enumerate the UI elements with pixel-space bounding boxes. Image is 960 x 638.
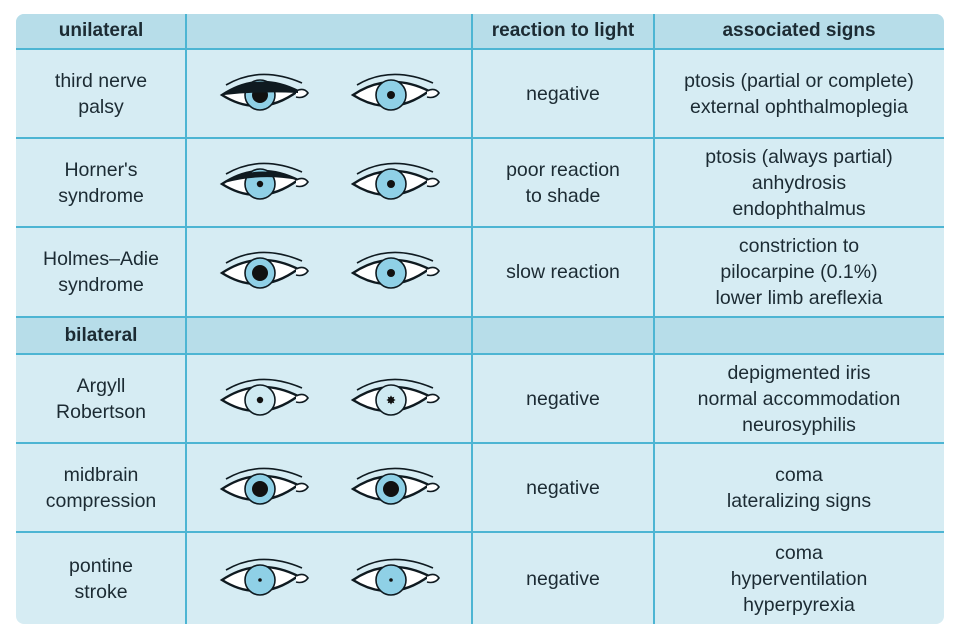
condition-line: syndrome [58, 274, 144, 296]
grid-line [16, 353, 944, 355]
left-eye-icon [219, 378, 309, 416]
reaction-cell: negative [472, 444, 654, 531]
sign-line: constriction to [738, 235, 860, 257]
grid-line [185, 14, 187, 624]
sign-line: normal accommodation [697, 387, 901, 410]
sign-line: endophthalmus [732, 197, 866, 220]
eye-pair [186, 50, 472, 137]
sign-line: coma [775, 541, 823, 564]
right-eye-icon [350, 378, 440, 416]
table-row: pontine stroke negative coma hyperventil… [16, 533, 944, 624]
eye-pair [186, 444, 472, 531]
reaction-cell: poor reaction to shade [472, 139, 654, 226]
table-row: Horner's syndrome poor reaction to shade… [16, 139, 944, 226]
grid-line [471, 14, 473, 624]
sign-line: ptosis (always partial) [705, 145, 893, 168]
signs-cell: ptosis (partial or complete) external op… [654, 50, 944, 137]
reaction-line: negative [526, 82, 600, 105]
pupil-table: unilateral reaction to light associated … [16, 14, 944, 624]
signs-cell: coma lateralizing signs [654, 444, 944, 531]
condition-line: third nerve [54, 69, 148, 92]
signs-cell: constriction to pilocarpine (0.1%) lower… [654, 228, 944, 316]
left-eye-icon [219, 251, 309, 289]
reaction-line: to shade [525, 184, 601, 207]
reaction-line: negative [526, 476, 600, 499]
header-eyes [186, 14, 472, 48]
condition-cell: Horner's syndrome [16, 139, 186, 226]
right-eye-icon [350, 467, 440, 505]
condition-line: compression [45, 489, 157, 512]
condition-line: Holmes–Adie [43, 248, 159, 270]
reaction-line: negative [526, 387, 600, 410]
sign-line: pilocarpine (0.1%) [720, 261, 878, 283]
section-empty-cell [186, 318, 472, 353]
left-eye-icon [219, 467, 309, 505]
sign-line: hyperventilation [730, 567, 868, 590]
eye-pair [186, 533, 472, 624]
section-label-bilateral: bilateral [64, 324, 138, 346]
sign-line: lateralizing signs [726, 489, 872, 512]
sign-line: anhydrosis [751, 171, 847, 194]
grid-line [16, 48, 944, 50]
right-eye-icon [350, 558, 440, 596]
sign-line: lower limb areflexia [715, 287, 883, 309]
condition-cell: Holmes–Adie syndrome [16, 228, 186, 316]
table-row: Argyll Robertson negative depigmented ir… [16, 355, 944, 442]
sign-line: external ophthalmoplegia [690, 95, 908, 118]
reaction-cell: slow reaction [472, 228, 654, 316]
condition-line: midbrain [63, 463, 139, 486]
reaction-cell: negative [472, 355, 654, 442]
table-row: third nerve palsy negative ptosis (parti… [16, 50, 944, 137]
condition-line: stroke [74, 580, 128, 603]
right-eye-icon [350, 162, 440, 200]
right-eye-icon [350, 73, 440, 111]
signs-cell: depigmented iris normal accommodation ne… [654, 355, 944, 442]
grid-line [16, 442, 944, 444]
sign-line: depigmented iris [727, 361, 871, 384]
reaction-line: poor reaction [506, 158, 620, 181]
left-eye-icon [219, 558, 309, 596]
eye-pair [186, 139, 472, 226]
grid-line [653, 14, 655, 624]
condition-line: palsy [78, 95, 124, 118]
table-row: Holmes–Adie syndrome slow reaction const… [16, 228, 944, 316]
signs-cell: coma hyperventilation hyperpyrexia [654, 533, 944, 624]
reaction-cell: negative [472, 50, 654, 137]
reaction-line: slow reaction [506, 261, 620, 283]
condition-cell: third nerve palsy [16, 50, 186, 137]
condition-cell: midbrain compression [16, 444, 186, 531]
table-row: midbrain compression negative coma later… [16, 444, 944, 531]
condition-line: syndrome [58, 184, 144, 207]
grid-line [16, 316, 944, 318]
reaction-line: negative [526, 567, 600, 590]
condition-cell: Argyll Robertson [16, 355, 186, 442]
section-empty-cell [472, 318, 654, 353]
header-signs: associated signs [722, 20, 876, 41]
header-reaction: reaction to light [491, 20, 635, 41]
sign-line: ptosis (partial or complete) [684, 69, 914, 92]
sign-line: coma [775, 463, 823, 486]
right-eye-icon [350, 251, 440, 289]
left-eye-icon [219, 73, 309, 111]
sign-line: hyperpyrexia [743, 593, 855, 616]
condition-line: Argyll [76, 374, 126, 397]
condition-line: pontine [69, 554, 133, 577]
left-eye-icon [219, 162, 309, 200]
section-row-bilateral: bilateral [16, 318, 944, 353]
header-unilateral: unilateral [58, 20, 144, 41]
condition-cell: pontine stroke [16, 533, 186, 624]
eye-pair [186, 355, 472, 442]
eye-pair [186, 228, 472, 316]
grid-line [16, 226, 944, 228]
section-empty-cell [654, 318, 944, 353]
sign-line: neurosyphilis [742, 413, 856, 436]
condition-line: Horner's [64, 158, 138, 181]
grid-line [16, 531, 944, 533]
grid-line [16, 137, 944, 139]
reaction-cell: negative [472, 533, 654, 624]
header-row: unilateral reaction to light associated … [16, 14, 944, 48]
signs-cell: ptosis (always partial) anhydrosis endop… [654, 139, 944, 226]
condition-line: Robertson [56, 400, 146, 423]
